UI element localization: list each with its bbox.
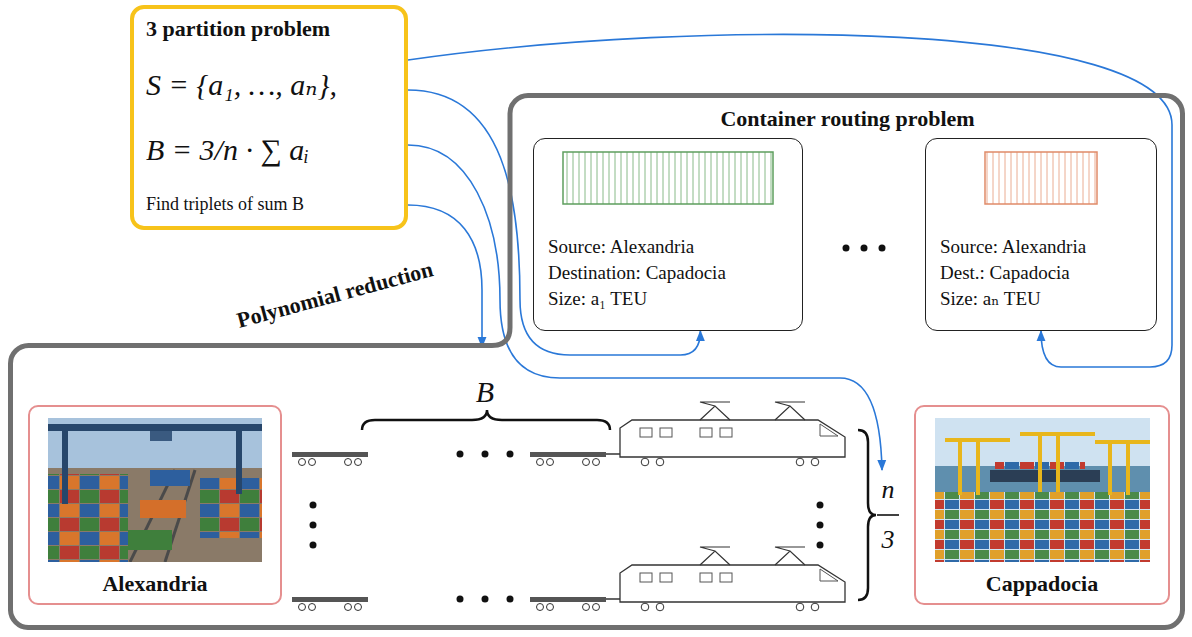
container	[150, 470, 190, 486]
dot	[817, 522, 824, 529]
flat-wagon	[530, 452, 606, 457]
window	[700, 428, 712, 437]
crane-boom	[945, 438, 1010, 442]
train	[292, 402, 845, 466]
coupler	[606, 453, 620, 455]
region-border	[10, 95, 1182, 627]
wheel	[641, 458, 649, 466]
port-photo	[935, 418, 1150, 562]
crane-boom	[1095, 440, 1150, 444]
dot	[482, 451, 489, 458]
wheel	[796, 458, 804, 466]
wheel	[355, 459, 362, 466]
card-field: Dest.: Capadocia	[940, 260, 1070, 286]
place-name: Alexandria	[99, 571, 210, 597]
dot	[861, 245, 868, 252]
wheel	[811, 458, 819, 466]
curly-brace	[858, 430, 876, 600]
container-card: Source: AlexandriaDest.: CapadociaSize: …	[925, 138, 1157, 331]
window	[660, 428, 672, 437]
math-formula: S = {a₁, …, aₙ},	[146, 63, 337, 107]
locomotive	[620, 420, 845, 457]
container-green	[563, 152, 773, 204]
vertical-dots	[310, 502, 824, 549]
ellipsis-dots	[843, 245, 886, 252]
container-stack	[48, 474, 128, 562]
sky	[48, 418, 262, 562]
crane-leg	[62, 424, 68, 504]
crane-leg	[976, 438, 980, 495]
cab-window	[820, 424, 838, 436]
terminal-box: Alexandria	[28, 405, 282, 605]
fraction-denominator: 3	[880, 527, 897, 553]
ground	[48, 468, 262, 562]
terminal-box: Cappadocia	[914, 405, 1170, 605]
crane-leg	[1108, 440, 1112, 495]
region-outline	[8, 93, 1185, 630]
crane-leg	[1056, 432, 1060, 492]
card-field: Destination: Capadocia	[548, 260, 726, 286]
wheel	[547, 459, 554, 466]
problem-region: Container routing problemSource: Alexand…	[8, 93, 1185, 630]
wheel	[537, 459, 544, 466]
container	[128, 530, 172, 550]
dot	[843, 245, 850, 252]
container-stack	[200, 478, 262, 538]
wheel	[309, 459, 316, 466]
fraction-bar	[877, 514, 899, 516]
container	[140, 500, 186, 518]
wheel	[656, 458, 664, 466]
problem-box: 3 partition problem S = {a₁, …, aₙ}, B = 3…	[130, 5, 408, 230]
place-name: Cappadocia	[983, 571, 1101, 597]
container-card: Source: AlexandriaDestination: Capadocia…	[533, 138, 803, 331]
crane-leg	[1038, 432, 1042, 492]
pantograph	[700, 402, 730, 420]
card-field: Size: a₁ TEU	[548, 286, 647, 312]
crane-boom	[1020, 432, 1095, 436]
railyard-photo	[48, 418, 262, 562]
brace-label: B	[474, 377, 496, 407]
card-field: Source: Alexandria	[548, 234, 694, 260]
reduction-arrow	[408, 145, 882, 470]
reduction-arrow	[408, 34, 1172, 367]
dot	[879, 245, 886, 252]
crane-beam	[48, 424, 262, 431]
wheel	[583, 459, 590, 466]
dot	[507, 451, 514, 458]
dot	[817, 542, 824, 549]
card-field: Source: Alexandria	[940, 234, 1086, 260]
math-formula: B = 3/n · ∑ aᵢ	[146, 128, 309, 172]
container-icon	[563, 152, 1097, 204]
container-orange	[985, 152, 1097, 204]
box-heading: 3 partition problem	[146, 15, 330, 43]
wheel	[345, 459, 352, 466]
dot	[457, 451, 464, 458]
container-yard	[935, 492, 1150, 562]
reduction-label: Polynomial reduction	[231, 256, 439, 335]
reduction-arrow	[408, 90, 700, 355]
window	[640, 428, 652, 437]
dot	[310, 542, 317, 549]
train	[292, 547, 845, 611]
curly-brace	[362, 410, 610, 430]
crane-trolley	[150, 431, 172, 441]
window	[720, 428, 732, 437]
dot	[310, 522, 317, 529]
card-field: Size: aₙ TEU	[940, 286, 1041, 312]
sky	[935, 418, 1150, 562]
flat-wagon	[292, 452, 368, 457]
pantograph	[775, 402, 805, 420]
task-text: Find triplets of sum B	[146, 192, 304, 216]
region-heading: Container routing problem	[716, 105, 978, 133]
crane-leg	[236, 424, 242, 494]
crane-leg	[958, 438, 962, 495]
wheel	[593, 459, 600, 466]
dot	[817, 502, 824, 509]
ship-hull	[990, 470, 1100, 482]
dot	[310, 502, 317, 509]
fraction-numerator: n	[880, 477, 897, 503]
wheel	[299, 459, 306, 466]
crane-leg	[1126, 440, 1130, 495]
cranes	[945, 432, 1150, 495]
